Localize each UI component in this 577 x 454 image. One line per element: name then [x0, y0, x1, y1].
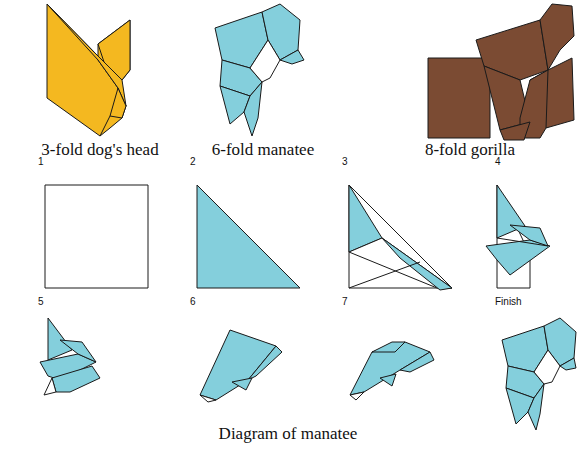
gorilla-model	[428, 4, 574, 140]
triangle-fold	[197, 185, 300, 288]
finished-manatee	[502, 318, 576, 430]
step-number: 7	[342, 296, 348, 307]
step4-fold	[486, 185, 550, 288]
step6-fold	[200, 330, 282, 402]
step5-fold	[40, 318, 100, 395]
caption-label: 3-fold dog's head	[41, 140, 158, 160]
step3-fold	[349, 185, 452, 290]
square-paper	[45, 185, 148, 288]
step-number: 5	[38, 296, 44, 307]
dog-head	[47, 4, 130, 136]
step-number: Finish	[495, 296, 522, 307]
caption-label: Diagram of manatee	[219, 424, 358, 444]
step7-fold	[350, 342, 434, 400]
step-number: 4	[495, 156, 501, 167]
manatee-model	[215, 4, 304, 136]
caption-label: 8-fold gorilla	[425, 140, 515, 160]
step-number: 2	[190, 156, 196, 167]
caption-label: 6-fold manatee	[212, 140, 314, 160]
step-number: 1	[38, 156, 44, 167]
step-number: 3	[342, 156, 348, 167]
step-number: 6	[190, 296, 196, 307]
